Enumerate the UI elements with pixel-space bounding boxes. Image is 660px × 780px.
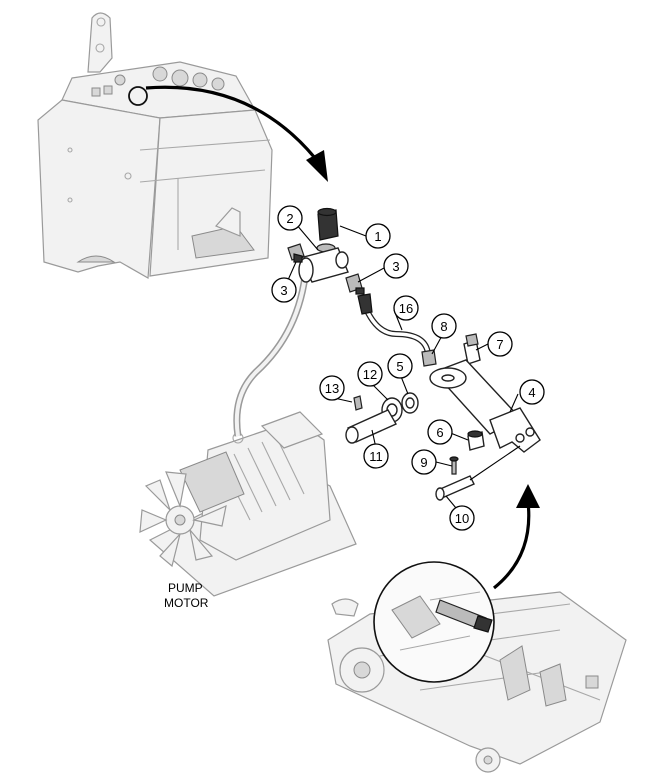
part-3-fitting-left (287, 243, 305, 263)
part-1-knob (317, 207, 339, 241)
detail-magnifier (373, 561, 495, 683)
part-3-fitting-right (345, 273, 365, 295)
pump-label-line1: PUMP (168, 581, 203, 595)
part-6-nut (467, 430, 485, 451)
callout-12: 12 (357, 361, 383, 387)
callout-2: 2 (277, 205, 303, 231)
part-7-fitting (463, 333, 481, 365)
callout-16: 16 (393, 295, 419, 321)
callout-3-right: 3 (383, 253, 409, 279)
part-8-fitting (421, 349, 437, 367)
svg-text:10: 10 (455, 511, 469, 526)
svg-text:9: 9 (420, 455, 427, 470)
callout-11: 11 (363, 443, 389, 469)
callout-4: 4 (519, 379, 545, 405)
part-9-bolt (449, 456, 459, 475)
detail-arrow-bottom (492, 484, 540, 590)
svg-text:16: 16 (399, 301, 413, 316)
callout-10: 10 (449, 505, 475, 531)
callout-7: 7 (487, 331, 513, 357)
svg-text:8: 8 (440, 319, 447, 334)
svg-text:4: 4 (528, 385, 535, 400)
callout-9: 9 (411, 449, 437, 475)
svg-text:3: 3 (280, 283, 287, 298)
svg-text:12: 12 (363, 367, 377, 382)
svg-text:1: 1 (374, 229, 381, 244)
part-4-cylinder (429, 359, 541, 453)
part-5-washer (401, 392, 419, 414)
pump-motor (139, 411, 357, 597)
svg-text:7: 7 (496, 337, 503, 352)
part-2-valve-body (298, 243, 349, 283)
callout-13: 13 (319, 375, 345, 401)
callout-6: 6 (427, 419, 453, 445)
callout-5: 5 (387, 353, 413, 379)
detail-arrow-top (145, 85, 328, 182)
svg-text:11: 11 (369, 449, 383, 464)
svg-text:3: 3 (392, 259, 399, 274)
callout-1: 1 (365, 223, 391, 249)
svg-text:6: 6 (436, 425, 443, 440)
part-10-clevis-pin (435, 445, 521, 501)
pump-label-line2: MOTOR (164, 596, 209, 610)
callout-8: 8 (431, 313, 457, 339)
part-11-sleeve (345, 409, 397, 444)
control-panel-housing (37, 12, 273, 279)
part-16-hose (357, 293, 431, 355)
svg-text:2: 2 (286, 211, 293, 226)
svg-text:13: 13 (325, 381, 339, 396)
callout-3-left: 3 (271, 277, 297, 303)
part-13-set-screw (353, 395, 363, 411)
svg-text:5: 5 (396, 359, 403, 374)
